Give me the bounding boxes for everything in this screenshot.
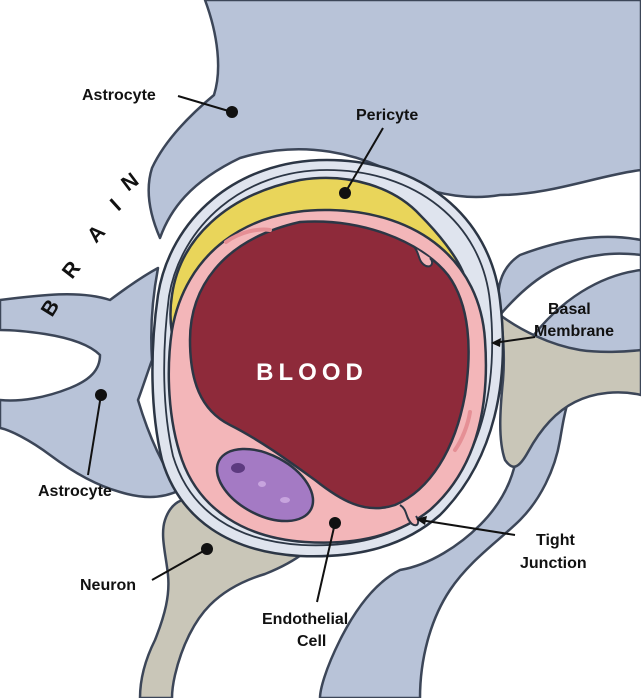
basal-membrane-label-line1: Basal [548, 301, 591, 318]
endothelial-label-line2: Cell [297, 633, 326, 650]
basal-membrane-label-line2: Membrane [534, 323, 614, 340]
blood-label: BLOOD [256, 359, 368, 386]
pericyte-dot [339, 187, 351, 199]
astrocyte-top-dot [226, 106, 238, 118]
endothelial-label-line1: Endothelial [262, 611, 348, 628]
tight-junction-label-line2: Junction [520, 555, 587, 572]
neuron-label: Neuron [80, 577, 136, 594]
tight-junction-label-line1: Tight [536, 532, 575, 549]
brain-letter: N [117, 168, 143, 195]
astrocyte-left-label: Astrocyte [38, 483, 112, 500]
brain-letter: R [58, 257, 85, 283]
brain-letter: I [106, 195, 126, 216]
pericyte-label: Pericyte [356, 107, 418, 124]
brain-letter: A [83, 221, 110, 248]
astrocyte-top-label: Astrocyte [82, 87, 156, 104]
